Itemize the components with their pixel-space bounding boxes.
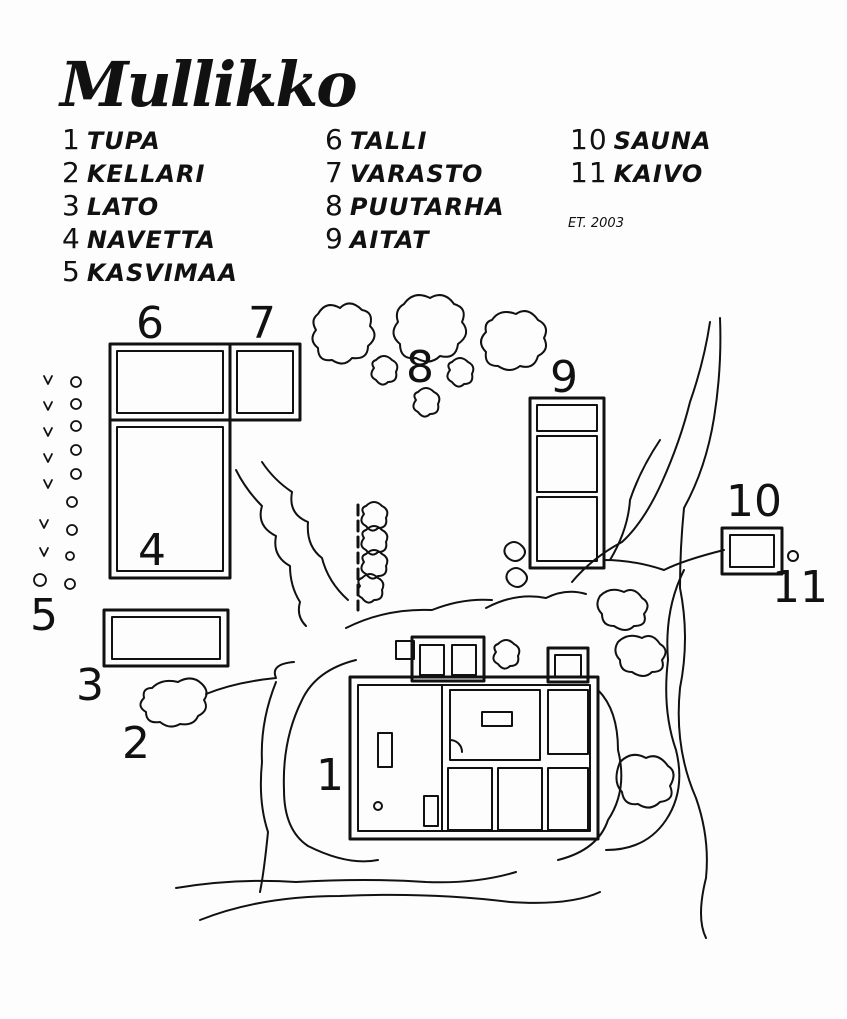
label-11: 11 — [772, 562, 828, 613]
artist-signature: ET. 2003 — [568, 216, 624, 231]
label-3: 3 — [76, 660, 104, 711]
building-navetta — [108, 418, 232, 580]
path-lines — [175, 317, 725, 939]
label-6: 6 — [136, 298, 164, 349]
label-1: 1 — [316, 750, 344, 801]
cellar-kellari — [139, 677, 208, 728]
label-2: 2 — [122, 718, 150, 769]
well-kaivo — [787, 550, 799, 562]
map-labels: 1 2 3 4 5 6 7 8 9 10 11 — [30, 298, 828, 801]
building-aitat — [528, 396, 606, 570]
label-8: 8 — [406, 342, 434, 393]
label-4: 4 — [138, 525, 166, 576]
label-9: 9 — [550, 352, 578, 403]
label-5: 5 — [30, 590, 58, 641]
building-varasto — [228, 342, 302, 422]
map-title: Mullikko — [60, 48, 358, 121]
building-lato — [102, 608, 230, 668]
label-10: 10 — [726, 476, 782, 527]
trees — [311, 294, 675, 809]
label-7: 7 — [248, 298, 276, 349]
building-tupa — [348, 635, 600, 841]
building-talli — [108, 342, 232, 422]
vegetable-garden-plants — [33, 375, 82, 590]
